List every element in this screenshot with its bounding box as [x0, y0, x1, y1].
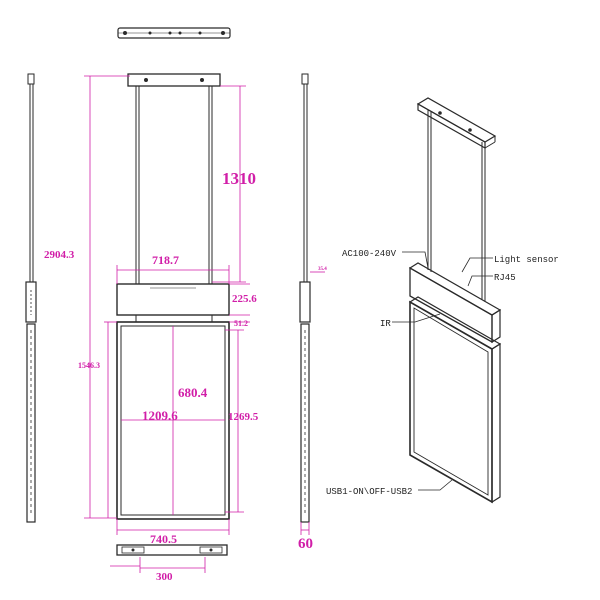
- isometric-callout-lines: [392, 251, 493, 491]
- ir-callout: IR: [380, 319, 391, 329]
- side-dimension-lines: [300, 271, 325, 535]
- top-view: [117, 27, 231, 39]
- screen-height-label: 1546.3: [78, 361, 100, 370]
- right-side-view: [299, 73, 311, 523]
- light-sensor-callout: Light sensor: [494, 255, 559, 265]
- power-callout: AC100-240V: [342, 249, 397, 259]
- frame-height-label: 1269.5: [228, 411, 259, 423]
- screen-width-label: 740.5: [150, 532, 177, 546]
- pole-length-label: 1310: [222, 169, 256, 188]
- left-side-view: [25, 73, 37, 523]
- bottom-view: [116, 544, 228, 556]
- dimension-labels: 2904.3 1310 718.7 225.6 51.2 1546.3 680.…: [44, 169, 327, 583]
- pole-spacing-label: 300: [156, 571, 173, 583]
- box-height-label: 225.6: [232, 293, 257, 305]
- isometric-view: [408, 97, 502, 504]
- view-width-label: 680.4: [178, 385, 208, 400]
- side-small-label: 35.4: [318, 267, 327, 272]
- total-height-label: 2904.3: [44, 249, 75, 261]
- view-height-label: 1209.6: [142, 408, 178, 423]
- front-view: [116, 73, 230, 520]
- gap-label: 51.2: [234, 319, 248, 328]
- box-width-label: 718.7: [152, 253, 179, 267]
- usb-callout: USB1-ON\OFF-USB2: [326, 487, 412, 497]
- front-dimension-lines: [84, 75, 250, 535]
- depth-label: 60: [298, 536, 313, 552]
- callout-labels: AC100-240V Light sensor RJ45 IR USB1-ON\…: [326, 249, 559, 497]
- rj45-callout: RJ45: [494, 273, 516, 283]
- bottom-dimension-lines: [110, 557, 206, 573]
